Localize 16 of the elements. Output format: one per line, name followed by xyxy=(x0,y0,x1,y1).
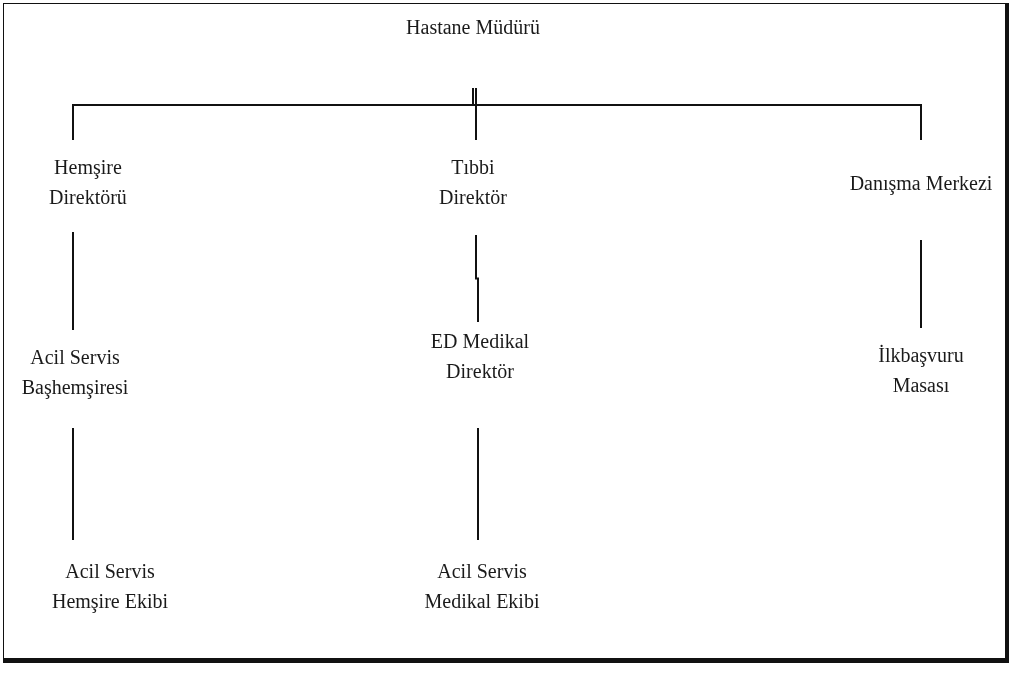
connector-line xyxy=(72,427,74,541)
connector-line xyxy=(475,87,477,141)
org-role-label: Acil Servis Başhemşiresi xyxy=(20,345,130,401)
org-role-label: İlkbaşvuru Masası xyxy=(877,343,965,398)
org-role-label: Tıbbi Direktör xyxy=(438,155,508,210)
org-role-label: ED Medikal Direktör xyxy=(429,329,531,384)
org-role-label: Hastane Müdürü xyxy=(405,15,541,40)
org-role-label: Acil Servis Hemşire Ekibi xyxy=(50,559,170,615)
org-role-label: Acil Servis Medikal Ekibi xyxy=(423,559,541,614)
connector-line xyxy=(920,239,922,329)
connector-line xyxy=(477,427,479,541)
connector-line xyxy=(475,234,479,323)
connector-line xyxy=(472,87,922,141)
connector-line xyxy=(72,231,74,331)
org-role-label: Danışma Merkezi xyxy=(848,171,994,197)
org-role-label: Hemşire Direktörü xyxy=(48,155,128,210)
